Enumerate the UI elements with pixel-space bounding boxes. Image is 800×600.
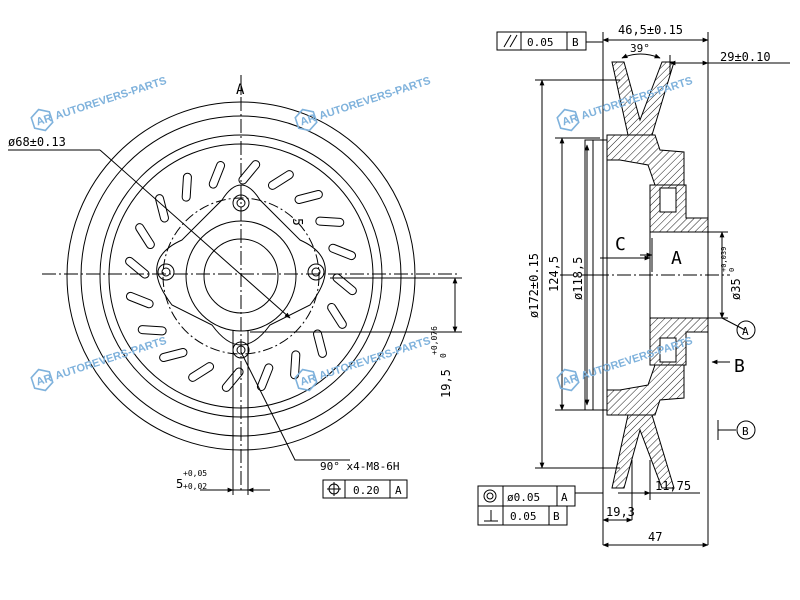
radius-tol-upper: +0,076	[430, 326, 439, 355]
perp-value: 0.05	[510, 510, 537, 523]
bolt-hole-right	[307, 263, 325, 281]
dim-29-label: 29±0.10	[720, 50, 771, 64]
radial-slot	[332, 273, 357, 296]
datum-a-label: A	[236, 82, 245, 98]
radial-slot	[181, 172, 192, 202]
datum-b-label: B	[734, 356, 745, 377]
rivet-upper	[659, 187, 677, 213]
radial-slot	[155, 194, 169, 223]
label-a-bore: A	[671, 248, 682, 269]
pulley-body-upper	[606, 134, 685, 186]
parallelism-frame	[496, 31, 587, 51]
dia-118-5-label: ø118,5	[571, 257, 585, 300]
svg-text:AUTOREVERS-PARTS: AUTOREVERS-PARTS	[54, 75, 168, 122]
position-tolerance-frame	[322, 479, 408, 499]
angle-39-arc	[621, 53, 661, 59]
datum-b-circle-label: B	[742, 425, 749, 438]
parallel-symbol-icon	[503, 34, 512, 48]
watermark-logo-icon	[556, 108, 580, 132]
svg-text:AUTOREVERS-PARTS: AUTOREVERS-PARTS	[318, 335, 432, 382]
bolt-hole-left	[157, 263, 175, 281]
datum-a-circle-label: A	[742, 325, 749, 338]
dim-124-5-label: 124,5	[547, 256, 561, 292]
svg-text:AUTOREVERS-PARTS: AUTOREVERS-PARTS	[318, 75, 432, 122]
watermark-logo-icon	[294, 368, 318, 392]
offset-tol-lower: +0,02	[183, 482, 207, 491]
radial-slot	[238, 160, 261, 185]
dia-35-label: ø35	[729, 278, 743, 300]
svg-text:AR: AR	[561, 112, 580, 128]
datum-a-circle	[736, 320, 756, 340]
thread-note-leader	[240, 351, 350, 461]
bore	[649, 231, 709, 319]
parallel-value: 0.05	[527, 36, 554, 49]
pulley-groove-bottom	[611, 414, 675, 489]
radial-slot	[126, 291, 154, 309]
pattern-count-label: 5	[289, 218, 304, 226]
dim-19-3-label: 19,3	[606, 505, 635, 519]
radial-slot	[125, 256, 150, 279]
radial-slot	[135, 223, 155, 250]
dim-11-75-label: 11,75	[655, 479, 691, 493]
dim-47-label: 47	[648, 530, 662, 544]
radial-slot	[221, 367, 244, 392]
watermark-logo-icon	[294, 108, 318, 132]
pos-tol-datum: A	[395, 484, 402, 497]
hub-plate	[156, 184, 326, 346]
radial-slot	[208, 161, 226, 189]
pulley-body-lower	[606, 364, 685, 416]
perp-datum: B	[553, 510, 560, 523]
dim-46-5-label: 46,5±0.15	[618, 23, 683, 37]
rivet-lower	[659, 337, 677, 363]
parallel-datum: B	[572, 36, 579, 49]
concentric-datum: A	[561, 491, 568, 504]
svg-text:AR: AR	[35, 372, 54, 388]
radius-tol-lower: 0	[439, 353, 448, 358]
radial-slot	[327, 302, 347, 329]
pos-tol-value: 0.20	[353, 484, 380, 497]
radial-slot	[137, 325, 167, 336]
svg-text:AUTOREVERS-PARTS: AUTOREVERS-PARTS	[54, 335, 168, 382]
radial-slot	[294, 190, 323, 204]
offset-tol-upper: +0,05	[183, 469, 207, 478]
dia-172-label: ø172±0.15	[527, 253, 541, 318]
radial-slot	[159, 348, 188, 362]
radial-slot	[267, 170, 294, 190]
dia-35-tol-upper: +0,039	[720, 247, 728, 272]
radius-19-5-label: 19,5	[439, 369, 453, 398]
front-view	[8, 75, 462, 495]
svg-text:AR: AR	[561, 372, 580, 388]
radial-slot	[328, 243, 356, 261]
dia-35-tol-lower: 0	[728, 268, 736, 272]
watermark-logo-icon	[30, 368, 54, 392]
concentric-symbol-icon	[483, 489, 497, 503]
watermark-logo-icon	[556, 368, 580, 392]
concentric-value: ø0.05	[507, 491, 540, 504]
radial-slot	[290, 350, 301, 380]
radial-slot	[188, 362, 215, 382]
datum-b-circle	[736, 420, 756, 440]
offset-5-label: 5	[176, 477, 183, 491]
concentricity-frame	[477, 485, 576, 526]
side-view	[560, 61, 730, 489]
radial-slot	[313, 329, 327, 358]
dia-68-label: ø68±0.13	[8, 135, 66, 149]
svg-text:AR: AR	[299, 112, 318, 128]
svg-text:AR: AR	[299, 372, 318, 388]
thread-note-label: 90° x4-M8-6H	[320, 460, 399, 473]
radial-slot	[315, 216, 345, 227]
label-c: C	[615, 234, 626, 255]
watermark-logo-icon	[30, 108, 54, 132]
svg-text:AR: AR	[35, 112, 54, 128]
hub-upper	[649, 184, 709, 233]
angle-39-label: 39°	[630, 42, 650, 55]
